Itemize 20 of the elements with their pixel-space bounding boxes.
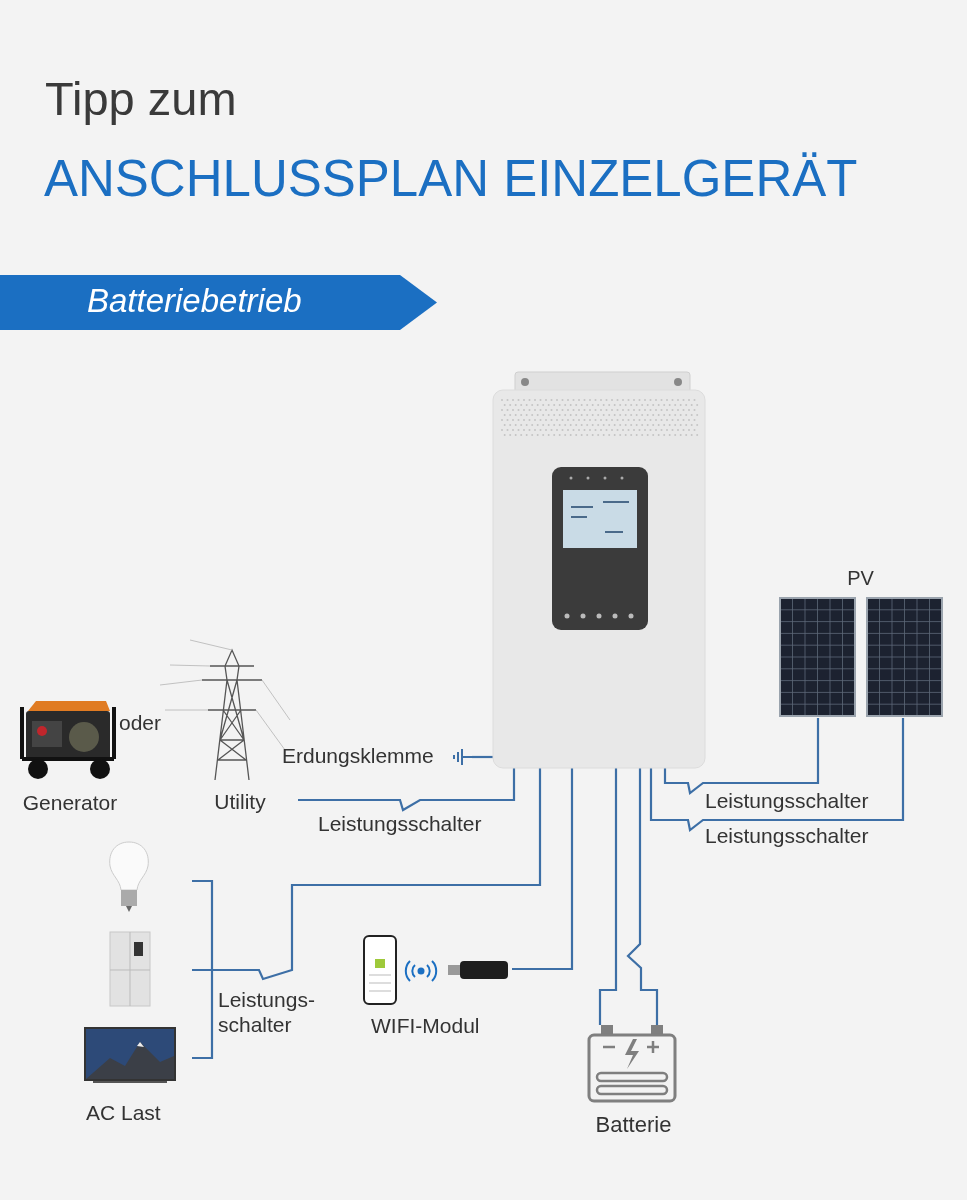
ground-terminal-label: Erdungsklemme xyxy=(282,744,434,769)
title: ANSCHLUSSPLAN EINZELGERÄT xyxy=(44,150,858,209)
or-label: oder xyxy=(119,711,162,736)
wire xyxy=(298,768,516,812)
utility-label: Utility xyxy=(213,790,267,815)
wire xyxy=(663,718,820,795)
wire xyxy=(512,768,574,971)
wire xyxy=(598,768,618,1025)
pv-label: PV xyxy=(846,567,875,590)
wire xyxy=(472,755,493,759)
wire xyxy=(649,718,905,832)
banner-text: Batteriebetrieb xyxy=(87,282,302,320)
generator-label: Generator xyxy=(21,791,119,816)
subtitle: Tipp zum xyxy=(45,72,237,127)
wire xyxy=(626,768,659,1025)
battery-label: Batterie xyxy=(594,1112,673,1138)
ac-load-label: AC Last xyxy=(86,1101,161,1126)
wifi-module-label: WIFI-Modul xyxy=(371,1014,480,1039)
wire xyxy=(213,768,542,981)
arrow-banner xyxy=(0,275,437,330)
